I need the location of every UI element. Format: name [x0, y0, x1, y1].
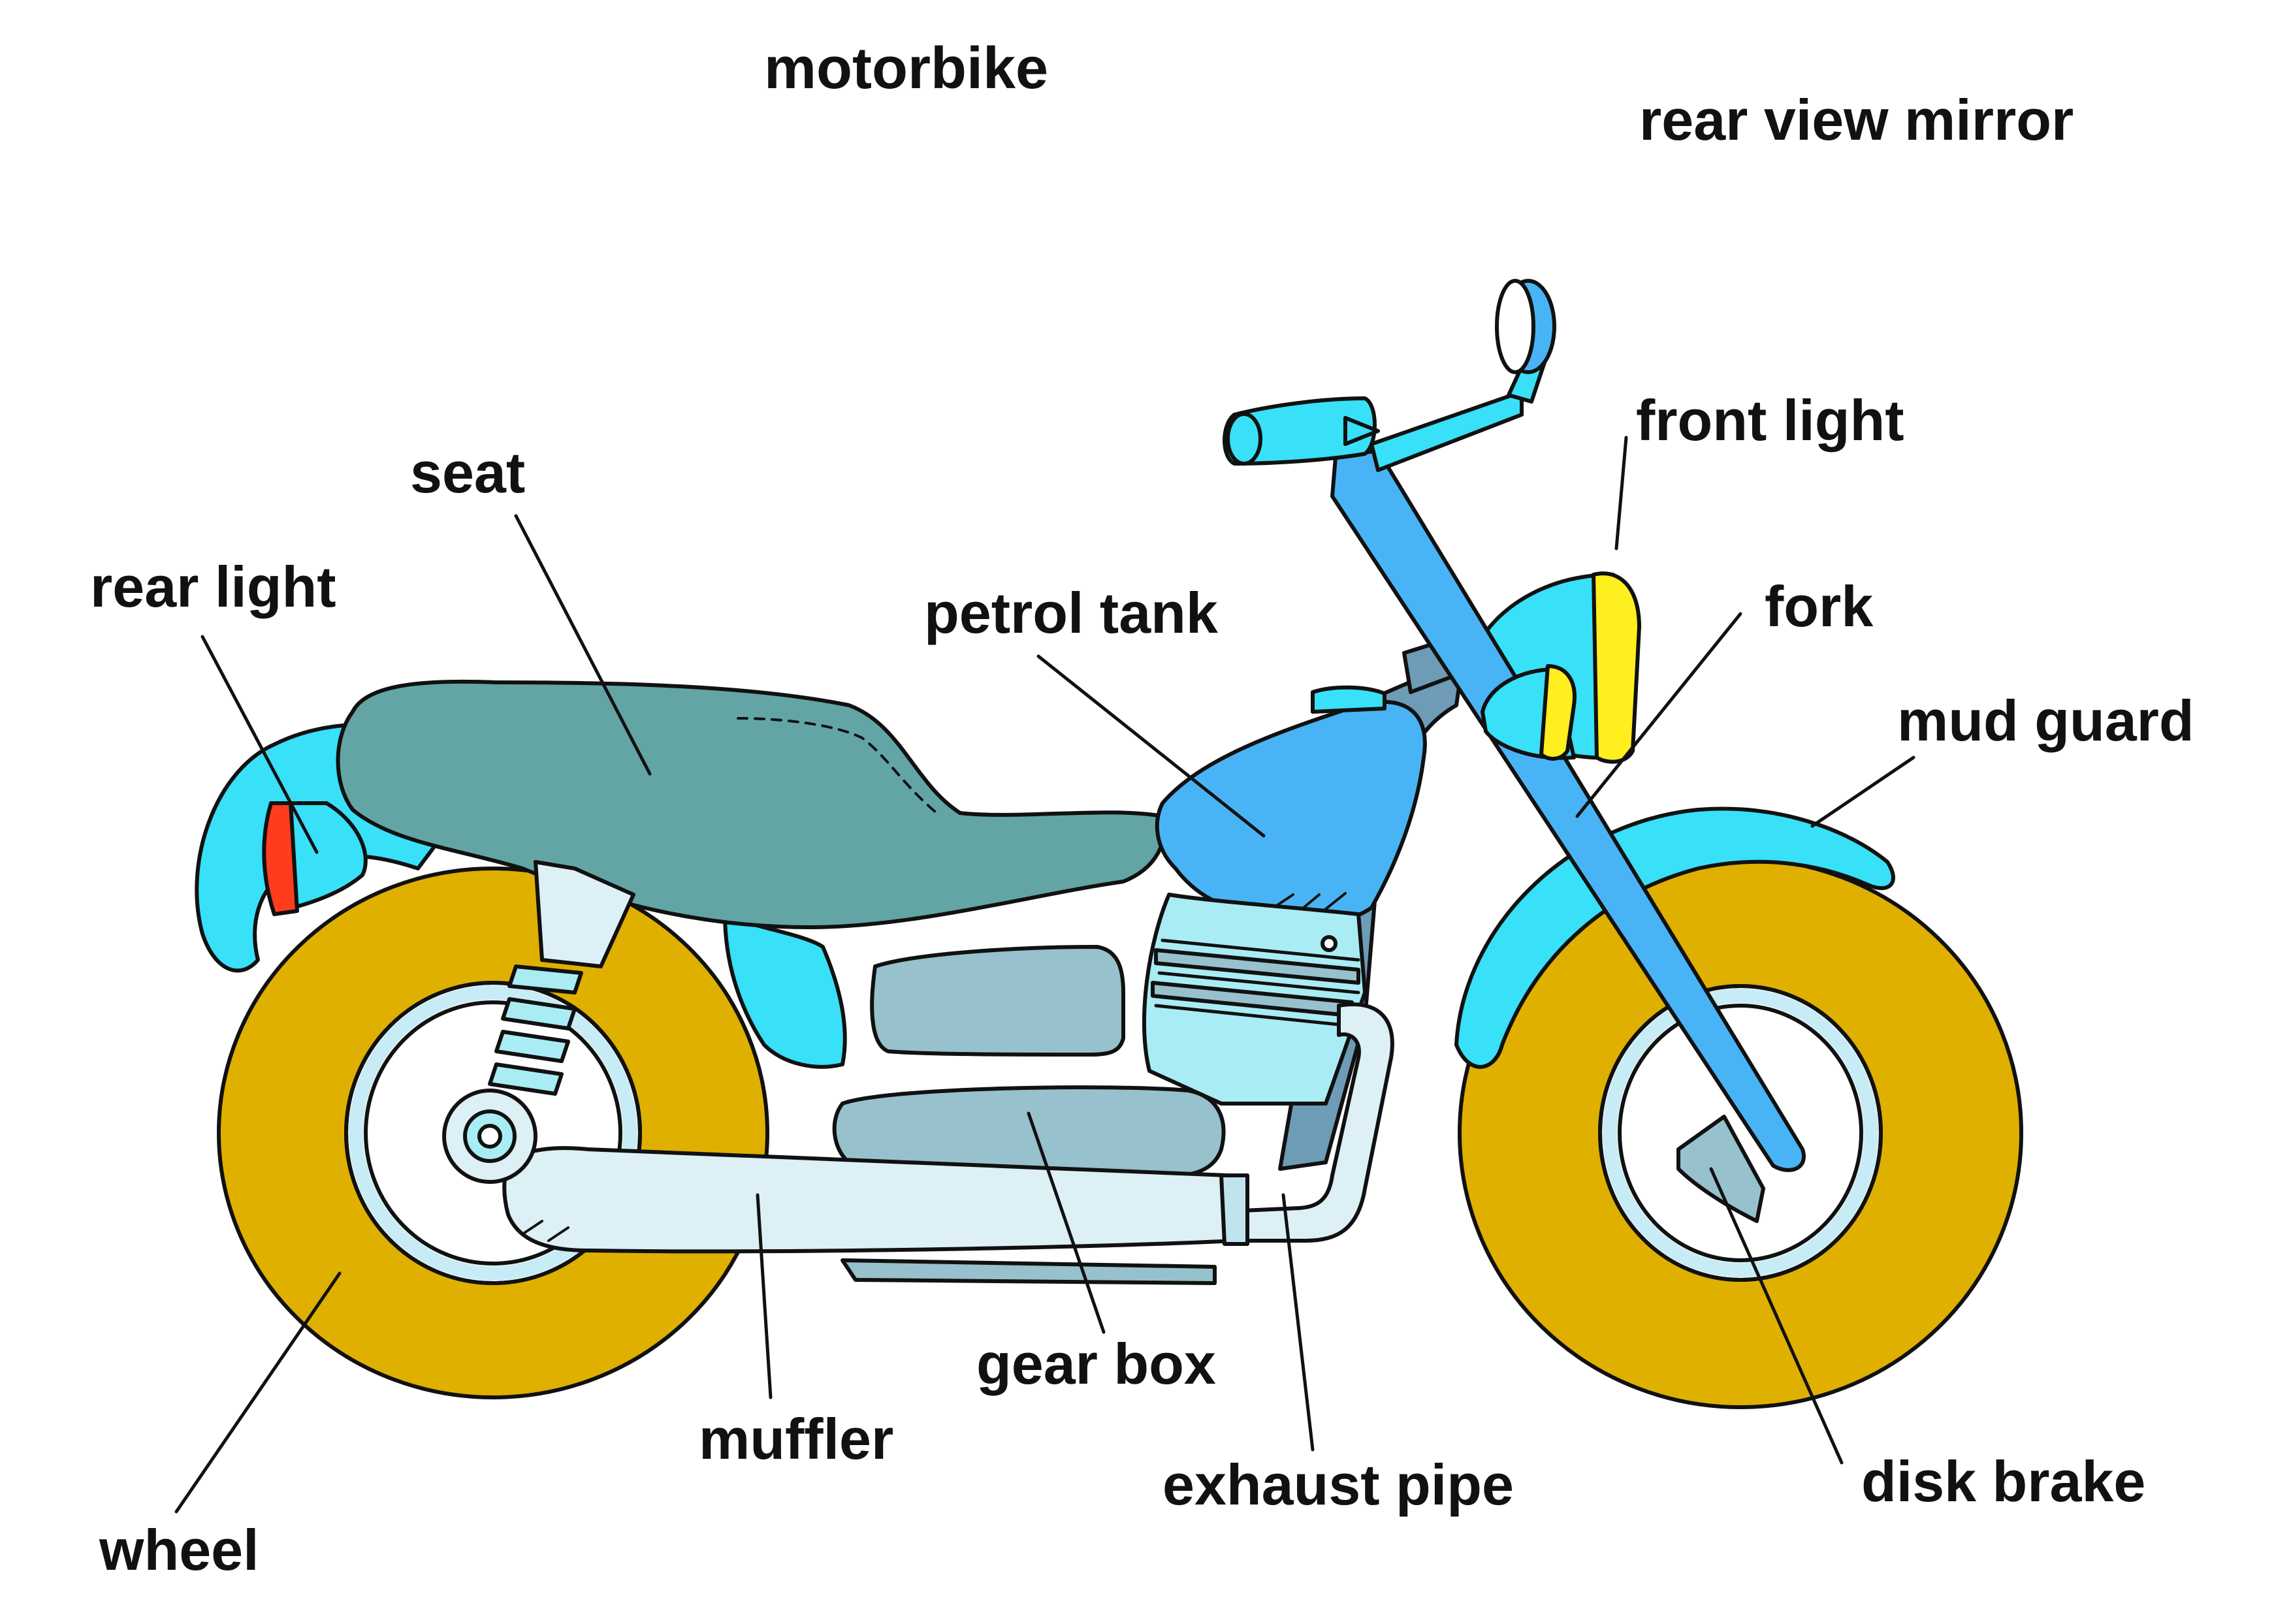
leader-mud-guard [1810, 756, 1915, 828]
leader-exhaust-pipe [1281, 1193, 1315, 1452]
disk-brake-shape [1676, 1115, 1765, 1223]
leader-rear-light [200, 635, 319, 854]
leader-fork [1575, 612, 1742, 818]
tank-cap [1311, 685, 1386, 714]
petrol-tank-shape [1155, 699, 1427, 925]
front-wheel [1458, 857, 2023, 1409]
label-muffler: muffler [699, 1407, 894, 1471]
exhaust-pipe-shape [1226, 1002, 1394, 1243]
label-petrol-tank: petrol tank [924, 581, 1218, 645]
label-disk-brake: disk brake [1861, 1449, 2146, 1514]
label-rear-light: rear light [90, 554, 336, 619]
rear-light-lens [262, 801, 299, 916]
rear-shock [442, 860, 635, 1184]
handlebar-grip [1223, 396, 1377, 466]
label-wheel: wheel [99, 1518, 259, 1582]
label-front-light: front light [1636, 388, 1904, 453]
front-light-lens [1592, 571, 1641, 764]
leader-muffler [756, 1193, 773, 1399]
diagram-title: motorbike [764, 36, 1049, 101]
engine-cover [870, 945, 1125, 1057]
label-exhaust-pipe: exhaust pipe [1162, 1452, 1514, 1517]
leader-disk-brake [1709, 1167, 1844, 1465]
leader-lines [174, 436, 1915, 1514]
label-rear-view-mirror: rear view mirror [1639, 88, 2074, 152]
muffler-shape [502, 1146, 1236, 1254]
rear-view-mirror-shape [1495, 279, 1556, 374]
leader-gear-box [1027, 1111, 1106, 1334]
label-fork: fork [1765, 574, 1874, 639]
label-gear-box: gear box [976, 1331, 1216, 1396]
side-cover [723, 912, 847, 1069]
leader-wheel [174, 1271, 342, 1514]
leader-seat [514, 514, 652, 776]
label-seat: seat [410, 440, 526, 505]
label-mud-guard: mud guard [1897, 688, 2194, 753]
leader-front-light [1614, 436, 1628, 550]
fork-tube [1330, 449, 1806, 1172]
leader-petrol-tank [1036, 654, 1266, 838]
